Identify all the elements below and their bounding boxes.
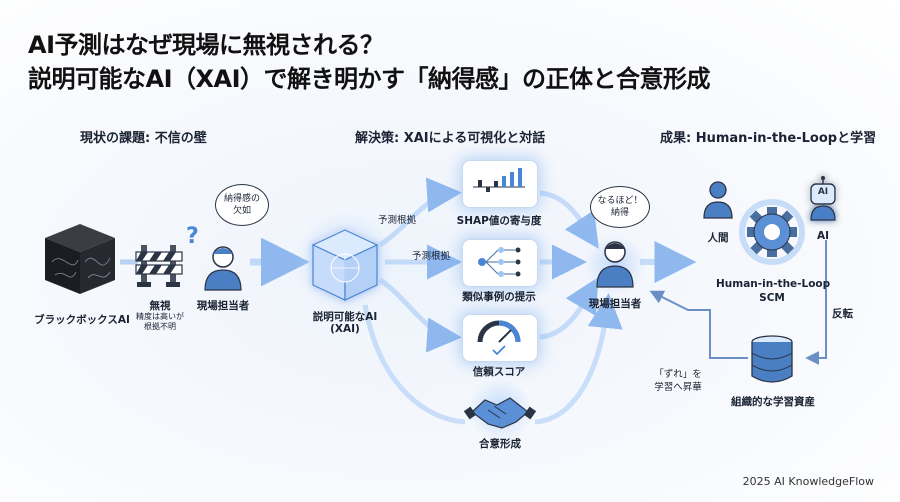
section-solution: 解決策: XAIによる可視化と対話 bbox=[355, 131, 546, 146]
xai-label-2: (XAI) bbox=[330, 323, 360, 335]
consensus-label: 合意形成 bbox=[479, 438, 521, 450]
merge-arrows bbox=[539, 190, 599, 340]
page-title: AI予測はなぜ現場に無視される？ 説明可能なAI（XAI）で解き明かす「納得感」… bbox=[28, 28, 711, 96]
gap-label-2: 学習へ昇華 bbox=[654, 382, 702, 393]
worker-1-label: 現場担当者 bbox=[196, 300, 250, 312]
ignore-note-2: 根拠不明 bbox=[144, 322, 176, 331]
ai-label: AI bbox=[816, 230, 830, 242]
card-confidence bbox=[462, 314, 538, 362]
blackbox-cube-icon bbox=[45, 224, 115, 294]
aha-bubble: なるほど！納得 bbox=[590, 186, 650, 228]
xai-cube-icon bbox=[311, 229, 379, 301]
loop-label-2: SCM bbox=[759, 292, 785, 304]
section-result: 成果: Human-in-the-Loopと学習 bbox=[660, 131, 877, 146]
ignore-note-1: 精度は高いが bbox=[136, 312, 184, 321]
database-icon bbox=[751, 335, 793, 383]
consensus-arc-left bbox=[362, 304, 466, 425]
branch-arrows bbox=[378, 177, 462, 353]
arrow-to-asset bbox=[805, 240, 827, 365]
xai-label-1: 説明可能なAI bbox=[312, 311, 378, 323]
barrier-icon bbox=[135, 245, 183, 287]
loop-label-1: Human-in-the-Loop bbox=[716, 278, 831, 290]
title-line-1: AI予測はなぜ現場に無視される？ bbox=[28, 31, 384, 59]
consensus-arc-right bbox=[534, 293, 623, 425]
card-shap-label: SHAP値の寄与度 bbox=[456, 215, 542, 227]
card-confidence-label: 信頼スコア bbox=[472, 366, 526, 378]
arrow-label-2: 予測根拠 bbox=[412, 251, 451, 262]
human-label: 人間 bbox=[707, 232, 729, 244]
gap-label-1: 「ずれ」を bbox=[654, 369, 702, 380]
worker-2-icon bbox=[596, 241, 634, 288]
ai-badge: AI bbox=[817, 187, 829, 197]
worker-2-label: 現場担当者 bbox=[588, 298, 642, 310]
card-similar-label: 類似事例の提示 bbox=[462, 291, 536, 303]
ignore-label: 無視 bbox=[149, 300, 171, 312]
title-line-2: 説明可能なAI（XAI）で解き明かす「納得感」の正体と合意形成 bbox=[28, 65, 711, 93]
question-mark-icon: ? bbox=[186, 224, 199, 249]
handshake-icon bbox=[463, 397, 537, 429]
blackbox-label: ブラックボックスAI bbox=[34, 314, 130, 326]
doubt-bubble: 納得感の欠如 bbox=[215, 184, 269, 226]
arrow-asset-to-worker bbox=[649, 290, 748, 359]
footer-credit: 2025 AI KnowledgeFlow bbox=[742, 475, 874, 488]
ai-robot-icon bbox=[810, 176, 836, 221]
gear-icon bbox=[739, 199, 805, 265]
card-shap bbox=[462, 160, 538, 208]
section-problem: 現状の課題: 不信の壁 bbox=[80, 131, 207, 146]
feedback-label: 反転 bbox=[832, 308, 853, 320]
card-similar bbox=[462, 239, 538, 287]
asset-label: 組織的な学習資産 bbox=[731, 396, 815, 408]
arrow-label-1: 予測根拠 bbox=[378, 215, 417, 226]
worker-1-icon bbox=[204, 246, 242, 291]
human-icon bbox=[703, 181, 733, 219]
